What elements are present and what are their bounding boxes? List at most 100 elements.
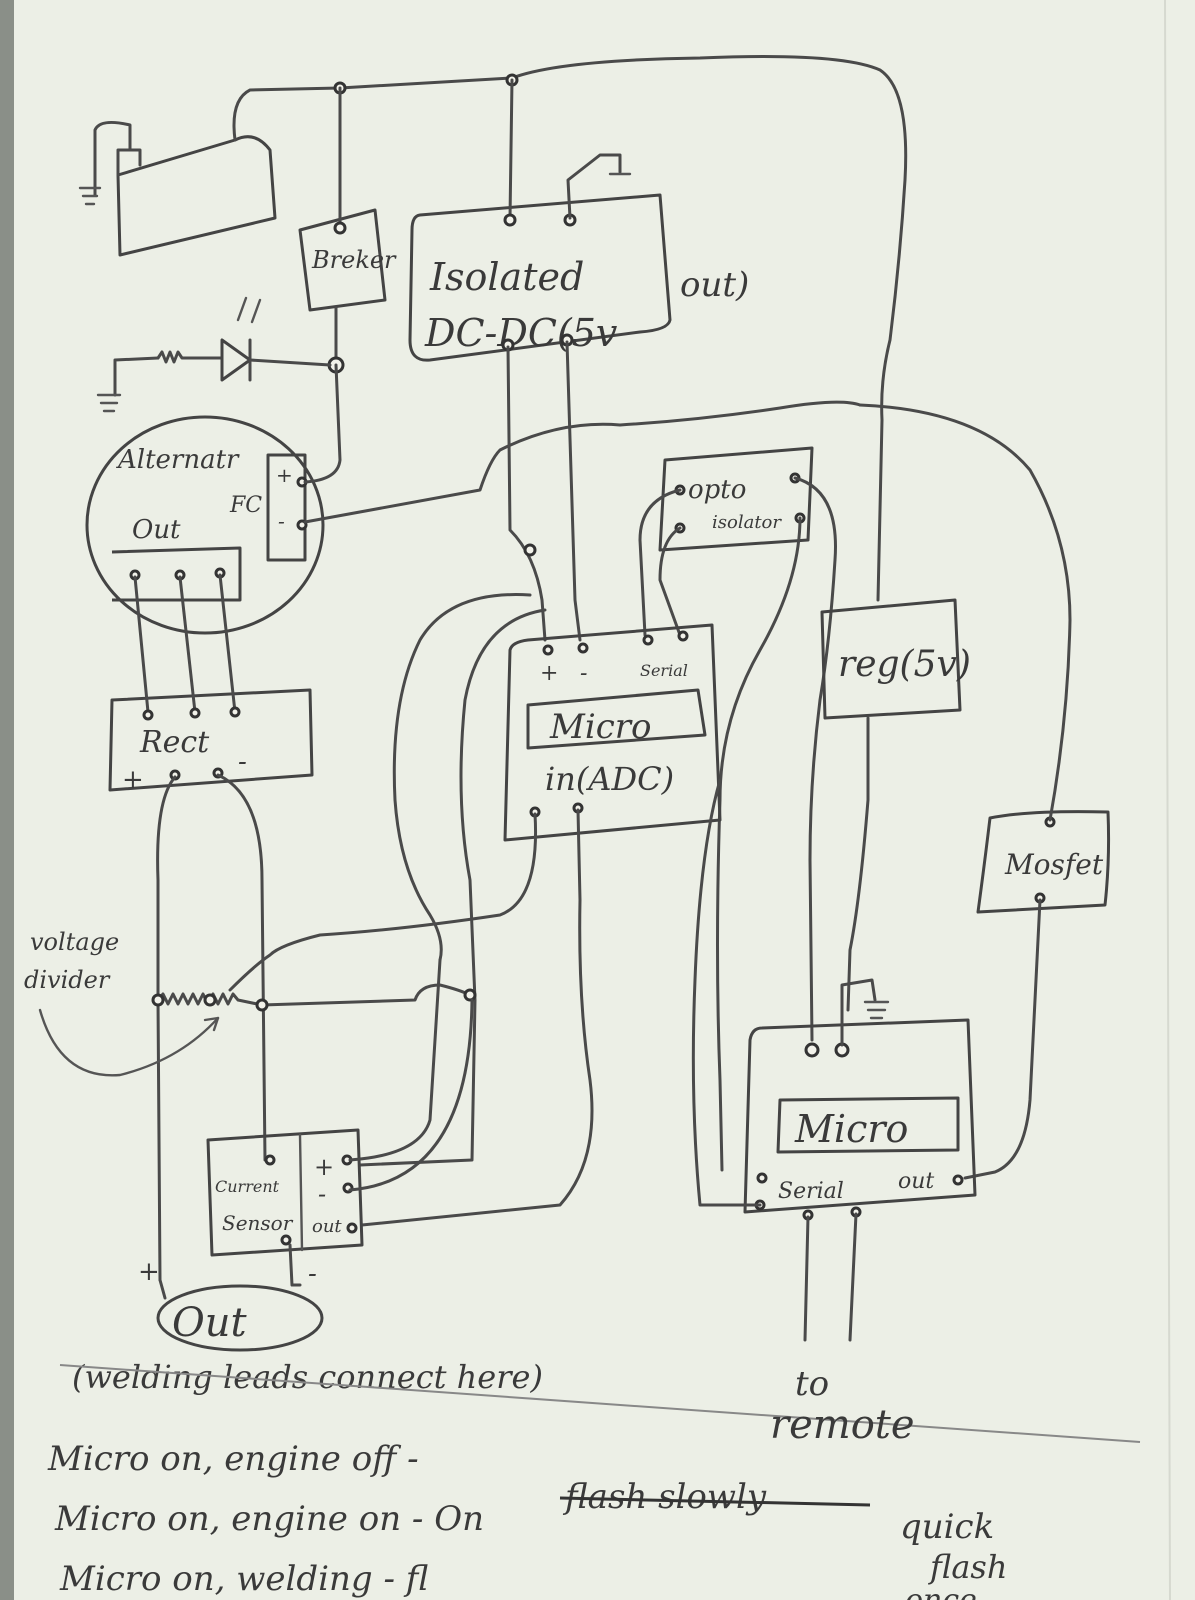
ground-symbol-led	[96, 393, 122, 413]
wire-rect-minus	[216, 773, 267, 1162]
note-line-1-struck: flash slowly	[562, 1477, 767, 1517]
alternator-fc-plus: +	[276, 463, 293, 487]
micro1-plus-label: +	[540, 661, 558, 686]
wire-micro2-remote-1	[803, 1215, 810, 1342]
regulator-5v: reg(5v)	[820, 598, 971, 720]
wire-top-bus	[338, 55, 908, 602]
alternator-label: Alternatr	[116, 445, 240, 475]
out-minus-label: -	[308, 1259, 317, 1289]
micro1-minus-label: -	[580, 661, 587, 686]
wire-breaker-to-fc-plus	[303, 363, 342, 484]
mosfet: Mosfet	[976, 810, 1111, 914]
terminal-micro1-plus	[542, 644, 554, 656]
alternator-fc-label: FC	[229, 493, 262, 518]
note-line-3-once: once	[905, 1583, 977, 1600]
to-remote-label-2: remote	[770, 1402, 915, 1448]
junction-divider-left	[151, 993, 165, 1007]
micro2-out-label: out	[898, 1169, 934, 1194]
wire-loop-to-mosfet	[858, 403, 1072, 822]
alternator-fc-minus: -	[278, 509, 285, 533]
wire-bus-to-isolated	[508, 78, 514, 220]
terminal-rect-in-3	[229, 706, 241, 718]
current-sensor-minus: -	[318, 1180, 326, 1208]
micro-controller-1: + - Serial Micro in(ADC)	[503, 623, 722, 842]
terminal-cs-in	[264, 1154, 276, 1166]
micro1-serial-label: Serial	[640, 661, 688, 680]
terminal-micro2-out	[952, 1174, 964, 1186]
battery	[93, 86, 342, 257]
breaker: Breker	[298, 208, 397, 312]
wire-rect-plus	[156, 775, 177, 1282]
wire-micro1-minus-loop	[358, 608, 547, 1167]
wire-cs-minus-up	[348, 998, 474, 1192]
terminal-micro2-pwr-plus	[804, 1042, 820, 1058]
wire-rect-plus-to-out	[158, 1278, 167, 1300]
wire-mosfet-to-micro2	[963, 898, 1042, 1180]
reg-label: reg(5v)	[838, 644, 971, 685]
junction-isolated-plus	[523, 543, 537, 557]
voltage-divider-label-1: voltage	[30, 928, 119, 956]
binding-edge	[0, 0, 14, 1600]
terminal-micro1-minus	[577, 642, 589, 654]
current-sensor-label-2: Sensor	[222, 1211, 294, 1235]
terminal-micro1-serial-1	[642, 634, 654, 646]
out-plus-label: +	[138, 1257, 160, 1287]
micro1-in-label: in(ADC)	[545, 760, 674, 798]
voltage-divider-label-2: divider	[24, 966, 111, 994]
wire-micro1-adc-2	[360, 808, 594, 1227]
micro2-name-label: Micro	[794, 1107, 908, 1151]
micro1-name-label: Micro	[549, 707, 651, 747]
alternator: Alternatr FC Out + -	[85, 415, 325, 635]
rect-plus-label: +	[122, 765, 144, 795]
page-fold-line	[1164, 0, 1171, 1600]
wire-isolated-out-plus	[506, 345, 547, 642]
alternator-out-label: Out	[132, 515, 181, 545]
to-remote-label-1: to	[795, 1364, 829, 1404]
voltage-divider: voltage divider	[24, 928, 472, 1077]
isolated-label-1: Isolated	[429, 255, 584, 299]
terminal-micro1-serial-2	[677, 630, 689, 642]
terminal-micro2-serial-1	[756, 1172, 768, 1184]
current-sensor-label-1: Current	[215, 1177, 280, 1196]
welding-note: (welding leads connect here)	[72, 1358, 543, 1396]
wire-alt-to-rect-2	[178, 575, 197, 714]
strike-through	[559, 1496, 871, 1507]
output-terminal: Out + -	[138, 1257, 324, 1352]
wire-alt-to-rect-3	[218, 573, 237, 714]
ground-symbol-battery	[78, 186, 102, 206]
mosfet-label: Mosfet	[1004, 848, 1104, 881]
junction-divider-micro	[463, 988, 477, 1002]
note-line-2: Micro on, engine on - On	[54, 1499, 484, 1539]
out-label: Out	[172, 1300, 248, 1346]
led-indicator	[113, 296, 332, 397]
ground-symbol-micro2	[863, 1000, 890, 1020]
wire-opto-to-micro1-serial-2	[658, 526, 682, 637]
isolated-label-out: out)	[680, 265, 749, 305]
terminal-rect-in-1	[142, 709, 154, 721]
opto-isolator: opto isolator	[658, 446, 814, 552]
current-sensor-plus: +	[314, 1153, 334, 1181]
wire-alt-to-rect-1	[133, 575, 150, 714]
rectifier: Rect + -	[108, 688, 314, 795]
current-sensor: Current Sensor + - out	[206, 1128, 364, 1257]
wire-cs-plus-up	[348, 958, 442, 1162]
wire-micro1-plus-loop	[392, 593, 532, 962]
wire-micro2-ground	[840, 978, 877, 1047]
note-line-1-quick: quick	[900, 1507, 994, 1547]
terminal-cs-bottom	[280, 1234, 292, 1246]
wire-micro2-serial-left	[691, 778, 762, 1207]
wire-isolated-out-minus	[565, 340, 582, 642]
isolated-dc-dc: Isolated DC-DC(5v out)	[408, 193, 749, 362]
note-line-3: Micro on, welding - fl	[59, 1559, 428, 1599]
wire-micro2-remote-2	[848, 1212, 858, 1342]
wire-isolated-ground	[566, 153, 622, 220]
opto-label-2: isolator	[712, 512, 782, 533]
terminal-isolated-in-plus	[503, 213, 517, 227]
wire-opto-to-micro2-serial-1	[793, 476, 837, 1042]
separator-line	[59, 1364, 1141, 1443]
wire-opto-to-micro1-serial-1	[638, 488, 682, 637]
note-line-1: Micro on, engine off -	[47, 1439, 419, 1479]
